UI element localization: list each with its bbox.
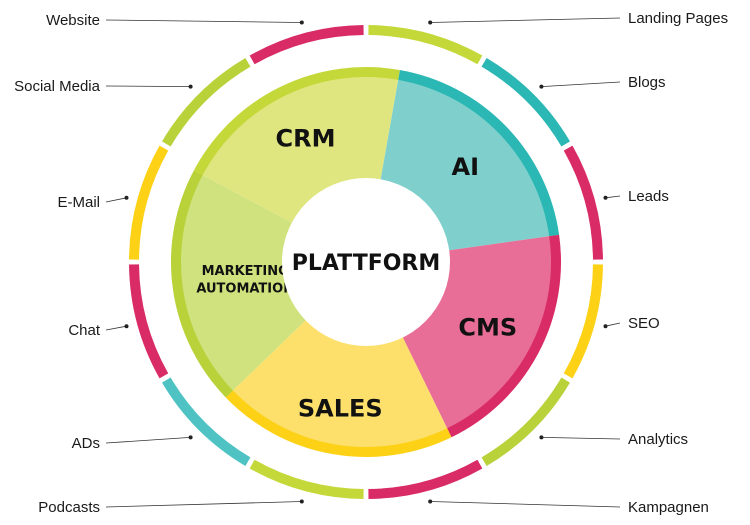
callout-line-landing-pages [430,17,621,23]
callout-line-analytics [541,437,621,440]
channel-arc-ads [162,377,251,466]
channel-label-landing-pages: Landing Pages [628,10,728,27]
channel-arc-leads [563,145,603,260]
channel-label-ads: ADs [72,435,100,452]
segment-rim-marketing-automation [171,170,233,398]
channel-label-analytics: Analytics [628,431,688,448]
segment-marketing-automation [175,172,366,394]
segment-label-sales: SALES [298,394,383,422]
outer-channel-ring [129,25,603,499]
callout-dot-seo [603,324,608,329]
callout-dot-landing-pages [428,20,433,25]
channel-arc-website [249,25,364,65]
segment-rim-ai [398,69,560,237]
channel-arc-seo [563,264,603,379]
channel-label-e-mail: E-Mail [57,194,100,211]
channel-arc-e-mail [129,145,169,260]
callout-dot-chat [124,324,129,329]
segment-label-crm: CRM [276,125,336,153]
callout-line-chat [105,325,127,331]
callout-dot-website [299,20,304,25]
channel-arc-chat [129,264,169,379]
callout-line-e-mail [105,197,127,203]
callout-line-seo [605,322,621,327]
channel-label-seo: SEO [628,315,660,332]
segment-rim-sales [225,390,452,457]
segment-label-marketing-automation-2: AUTOMATION [196,281,294,296]
segment-rim-cms [447,234,561,438]
segment-sales [229,262,450,452]
channel-arc-landing-pages [368,25,483,65]
callout-dot-social-media [188,84,193,89]
callout-line-podcasts [105,501,302,508]
channel-arc-kampagnen [368,459,483,499]
channel-arc-podcasts [249,459,364,499]
segment-rim-crm [193,67,400,176]
callout-line-leads [605,195,621,199]
callout-dot-analytics [539,435,544,440]
channel-label-chat: Chat [68,322,101,339]
channel-label-kampagnen: Kampagnen [628,499,709,516]
channel-arc-blogs [481,58,570,147]
callout-dot-e-mail [124,195,129,200]
callout-line-kampagnen [430,501,621,508]
channel-arc-social-media [162,58,251,147]
callout-line-website [105,19,302,23]
channel-arc-analytics [481,377,570,466]
callout-dot-podcasts [299,499,304,504]
callout-dot-leads [603,195,608,200]
segment-label-marketing-automation-1: MARKETING [202,264,289,279]
callout-dot-ads [188,435,193,440]
segment-labels: AI CMS SALES MARKETING AUTOMATION CRM [196,125,517,423]
center-hole [282,178,450,346]
callout-line-blogs [541,81,621,87]
segment-label-ai: AI [452,153,480,181]
channel-label-podcasts: Podcasts [38,499,100,516]
channel-label-website: Website [46,12,100,29]
channel-label-leads: Leads [628,188,669,205]
segment-label-cms: CMS [458,313,517,341]
callout-dot-kampagnen [428,499,433,504]
callout-line-ads [105,437,191,444]
callout-line-social-media [105,85,191,87]
channel-label-social-media: Social Media [14,78,101,95]
channel-label-blogs: Blogs [628,74,666,91]
center-label: PLATTFORM [292,251,441,276]
callout-dot-blogs [539,84,544,89]
